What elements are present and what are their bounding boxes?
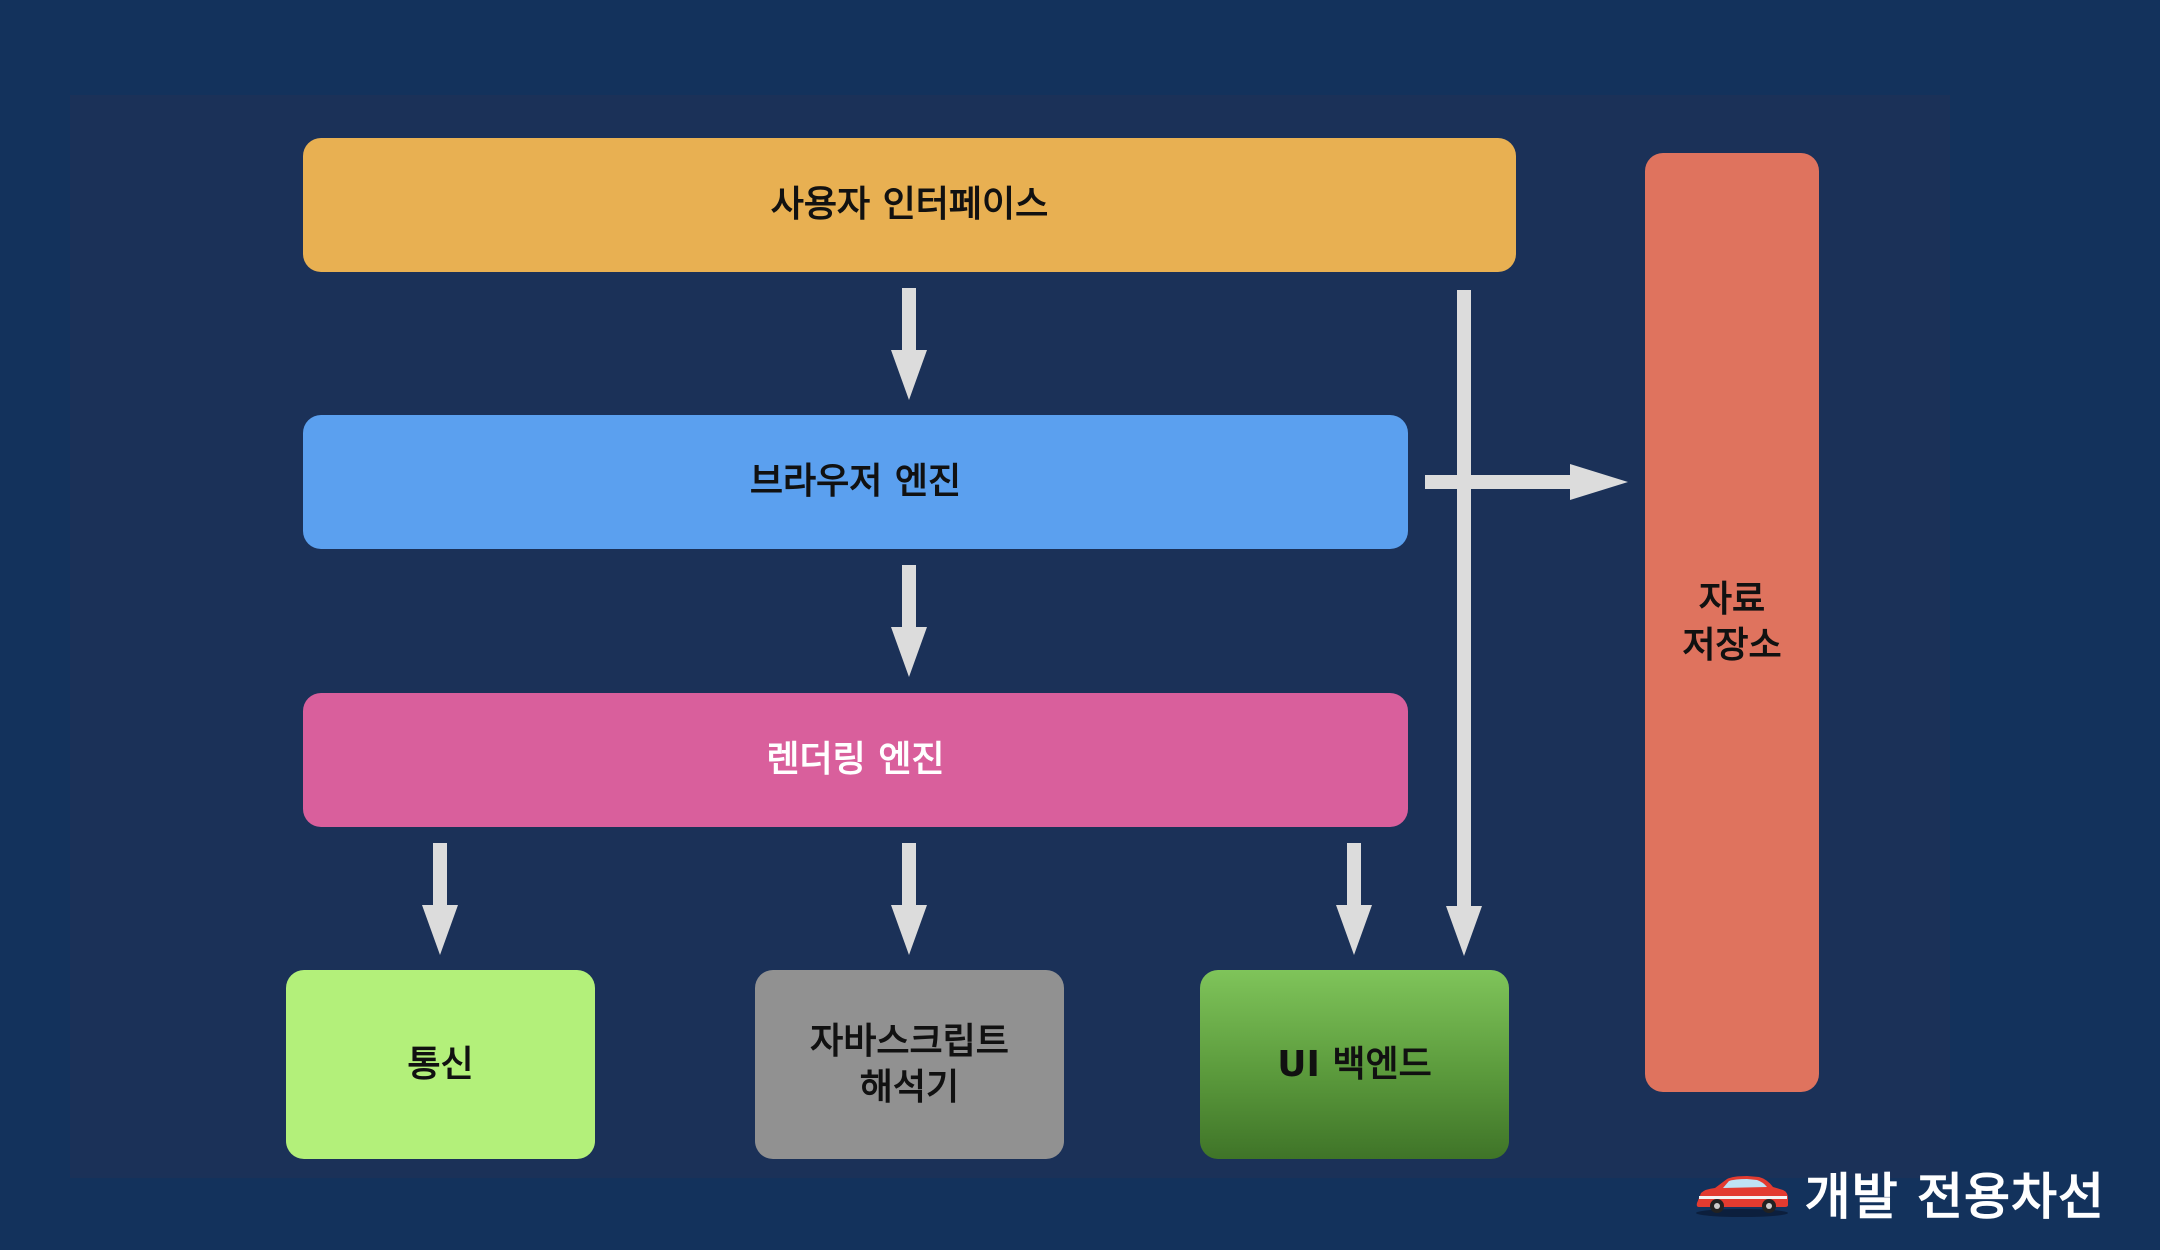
ui-backend-label: UI 백엔드 xyxy=(1277,1043,1432,1085)
data-storage-label-line1: 자료 xyxy=(1698,578,1766,620)
arrow-ui-to-browser xyxy=(891,288,927,400)
arrow-ui-to-backend xyxy=(1446,290,1482,956)
rendering-engine-label: 렌더링 엔진 xyxy=(766,739,945,780)
brand-text: 개발 전용차선 xyxy=(1804,1168,2105,1226)
arrow-rendering-to-js xyxy=(891,843,927,955)
js-interpreter-label-line1: 자바스크립트 xyxy=(810,1020,1009,1062)
js-interpreter-label-line2: 해석기 xyxy=(859,1066,960,1108)
user-interface-label: 사용자 인터페이스 xyxy=(770,184,1049,225)
browser-engine-label: 브라우저 엔진 xyxy=(749,461,962,502)
rendering-engine-box: 렌더링 엔진 xyxy=(303,693,1408,827)
arrow-browser-to-rendering xyxy=(891,565,927,677)
user-interface-box: 사용자 인터페이스 xyxy=(303,138,1516,272)
js-interpreter-box: 자바스크립트 해석기 xyxy=(755,970,1064,1159)
browser-engine-box: 브라우저 엔진 xyxy=(303,415,1408,549)
data-storage-label-line2: 저장소 xyxy=(1682,624,1782,666)
data-storage-box: 자료 저장소 xyxy=(1645,153,1819,1092)
networking-label: 통신 xyxy=(407,1043,474,1085)
networking-box: 통신 xyxy=(286,970,595,1159)
ui-backend-box: UI 백엔드 xyxy=(1200,970,1509,1159)
arrow-rendering-to-backend xyxy=(1336,843,1372,955)
red-car-icon xyxy=(1695,1176,1788,1217)
arrow-browser-to-storage xyxy=(1425,464,1628,500)
brand-logo: 개발 전용차선 xyxy=(1693,1158,2105,1228)
arrow-rendering-to-network xyxy=(422,843,458,955)
